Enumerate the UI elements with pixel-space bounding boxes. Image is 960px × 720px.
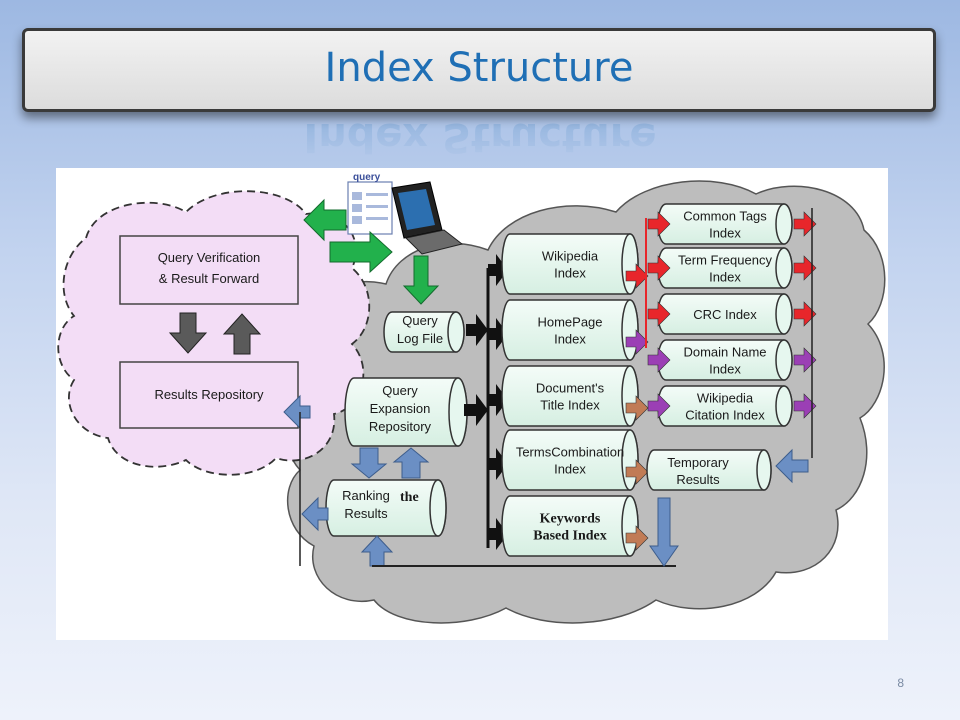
- black-arrow-ql: [466, 314, 488, 346]
- query-verification-line-2: & Result Forward: [159, 271, 259, 286]
- up-arrow: [222, 313, 262, 355]
- right-index-in-arrow-2: [647, 255, 671, 281]
- ranking-results-cylinder: Ranking Results the: [325, 479, 447, 537]
- query-icon-label: query: [353, 172, 381, 183]
- right-index-out-arrow-1: [793, 211, 817, 237]
- blue-arrow-down: [350, 447, 388, 479]
- temporary-line-1: Temporary: [667, 455, 729, 470]
- center-index-4-line-2: Index: [554, 462, 586, 477]
- blue-arrow-to-temporary: [775, 448, 809, 484]
- right-index-4-line-2: Index: [709, 362, 741, 377]
- center-index-4-line-1: TermsCombination: [516, 445, 624, 460]
- ranking-extra-word: the: [400, 490, 419, 505]
- right-index-in-arrow-1: [647, 211, 671, 237]
- right-index-in-arrow-5: [647, 393, 671, 419]
- blue-arrow-down-large: [649, 497, 679, 567]
- green-arrow-down: [402, 255, 440, 305]
- center-index-arrow-5: [625, 525, 649, 551]
- right-index-1-line-2: Index: [709, 226, 741, 241]
- center-index-3-line-2: Title Index: [540, 398, 600, 413]
- query-verification-line-1: Query Verification: [158, 250, 261, 265]
- right-index-1-line-1: Common Tags: [683, 209, 767, 224]
- index-structure-diagram: Query Verification & Result Forward Resu…: [56, 168, 888, 640]
- right-index-out-arrow-2: [793, 255, 817, 281]
- slide-title: Index Structure: [324, 45, 634, 91]
- laptop-icon: [391, 181, 464, 255]
- green-arrow-right: [329, 230, 393, 274]
- query-expansion-cylinder: Query Expansion Repository: [344, 377, 468, 447]
- query-expansion-line-1: Query: [382, 383, 418, 398]
- ranking-line-1: Ranking: [342, 488, 390, 503]
- right-index-2-line-2: Index: [709, 270, 741, 285]
- center-index-1-line-2: Index: [554, 266, 586, 281]
- center-index-column: WikipediaIndexHomePageIndexDocument'sTit…: [501, 233, 649, 557]
- query-log-cylinder: Query Log File: [383, 311, 465, 353]
- right-index-5-line-1: Wikipedia: [697, 391, 754, 406]
- query-verification-box: [119, 235, 299, 305]
- down-arrow: [168, 312, 208, 354]
- right-index-5-line-2: Citation Index: [685, 408, 765, 423]
- query-log-line-2: Log File: [397, 331, 443, 346]
- center-index-2-line-1: HomePage: [537, 315, 602, 330]
- title-bar: Index Structure: [22, 28, 936, 112]
- right-index-in-arrow-3: [647, 301, 671, 327]
- blue-arrow-to-ranking: [301, 496, 329, 532]
- blue-arrow-up: [392, 447, 430, 479]
- title-reflection: Index Structure: [303, 114, 657, 160]
- temporary-line-2: Results: [676, 472, 720, 487]
- query-document-icon: query: [347, 172, 393, 235]
- right-index-4-line-1: Domain Name: [683, 345, 766, 360]
- right-index-out-arrow-3: [793, 301, 817, 327]
- query-expansion-line-3: Repository: [369, 419, 432, 434]
- blue-arrow-to-repository: [283, 394, 311, 430]
- center-index-arrow-4: [625, 459, 649, 485]
- right-index-3: CRC Index: [657, 293, 793, 335]
- ranking-line-2: Results: [344, 506, 388, 521]
- results-repository-label: Results Repository: [154, 387, 264, 402]
- center-index-arrow-3: [625, 395, 649, 421]
- green-arrow-left: [303, 198, 347, 242]
- center-index-5-line-1: Keywords: [540, 512, 601, 527]
- black-arrow-4: [488, 448, 508, 480]
- center-index-arrow-1: [625, 263, 649, 289]
- center-index-5-line-2: Based Index: [533, 529, 607, 544]
- right-index-in-arrow-4: [647, 347, 671, 373]
- temporary-results-cylinder: Temporary Results: [646, 449, 772, 491]
- query-expansion-line-2: Expansion: [370, 401, 431, 416]
- center-index-arrow-2: [625, 329, 649, 355]
- black-arrow-qe: [464, 394, 488, 426]
- center-index-2-line-2: Index: [554, 332, 586, 347]
- results-repository-box: [119, 361, 299, 429]
- right-index-2-line-1: Term Frequency: [678, 253, 772, 268]
- black-arrow-3: [488, 384, 508, 416]
- page-number: 8: [897, 676, 904, 690]
- black-arrow-1: [488, 254, 508, 286]
- right-index-3-line-1: CRC Index: [693, 307, 757, 322]
- black-arrow-5: [488, 518, 508, 550]
- right-index-out-arrow-4: [793, 347, 817, 373]
- black-arrow-2: [488, 318, 508, 350]
- center-index-3-line-1: Document's: [536, 381, 605, 396]
- center-index-1-line-1: Wikipedia: [542, 249, 599, 264]
- right-index-out-arrow-5: [793, 393, 817, 419]
- query-log-line-1: Query: [402, 313, 438, 328]
- blue-arrow-up-bottom: [360, 535, 394, 567]
